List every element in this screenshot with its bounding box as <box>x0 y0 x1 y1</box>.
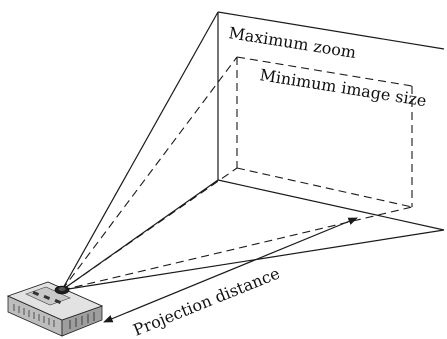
minimum-image-size-label: Minimum image size <box>258 65 427 110</box>
min-screen-top-edge <box>236 56 413 87</box>
max-screen-top-edge <box>217 11 445 50</box>
maximum-zoom-rays <box>61 11 445 291</box>
min-ray-bottom-left <box>61 167 238 291</box>
projector-icon <box>6 281 104 337</box>
min-screen-bottom-edge <box>236 167 413 208</box>
min-ray-bottom-right <box>61 206 413 291</box>
maximum-zoom-screen <box>217 11 445 231</box>
min-ray-top-left <box>61 56 238 291</box>
max-ray-top-left <box>61 11 219 291</box>
projection-distance-arrow <box>103 217 358 323</box>
max-screen-bottom-edge <box>217 179 445 231</box>
maximum-zoom-label: Maximum zoom <box>227 23 357 62</box>
minimum-image-screen <box>236 56 413 208</box>
